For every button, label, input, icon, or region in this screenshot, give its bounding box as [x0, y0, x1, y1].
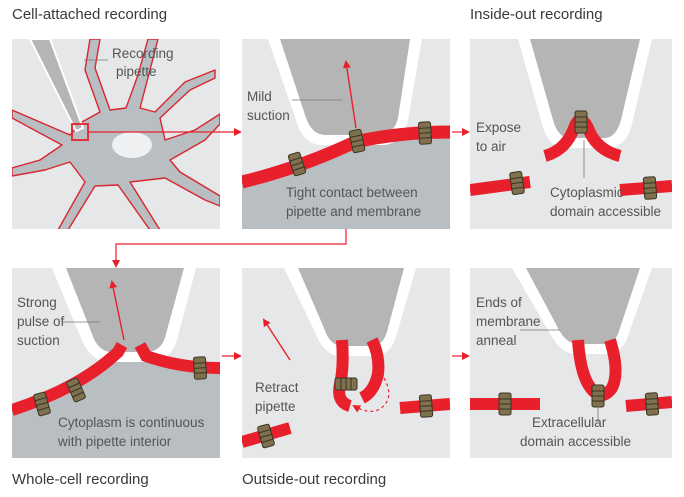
ion-channel — [334, 377, 358, 391]
cell-cytoplasm — [242, 132, 450, 229]
heading-cell-attached: Cell-attached recording — [12, 6, 168, 23]
ion-channel — [509, 170, 525, 196]
ion-channel — [644, 392, 660, 416]
arrow-to-whole-cell — [112, 229, 347, 268]
pipette-tip — [512, 268, 652, 354]
heading-outside-out: Outside-out recording — [242, 471, 387, 488]
pipette-tip — [52, 268, 196, 362]
ion-channel — [642, 176, 658, 200]
suction-arrow — [109, 280, 125, 341]
nucleus — [112, 132, 152, 158]
retract-arrow — [262, 318, 291, 361]
pipette-tip — [268, 39, 422, 145]
pipette-tip — [518, 39, 652, 148]
annealing-arrow — [352, 377, 390, 413]
pipette-tip — [284, 268, 416, 356]
heading-whole-cell: Whole-cell recording — [12, 471, 149, 488]
ion-channel — [418, 394, 434, 418]
ion-channel — [498, 392, 512, 416]
heading-inside-out: Inside-out recording — [470, 6, 603, 23]
recording-pipette — [28, 39, 85, 133]
cell-cytoplasm — [12, 356, 220, 458]
ion-channel — [417, 121, 433, 145]
ion-channel — [192, 356, 208, 380]
suction-arrow — [342, 60, 357, 129]
ion-channel — [591, 384, 605, 408]
ion-channel — [574, 110, 588, 134]
membrane — [134, 342, 220, 374]
